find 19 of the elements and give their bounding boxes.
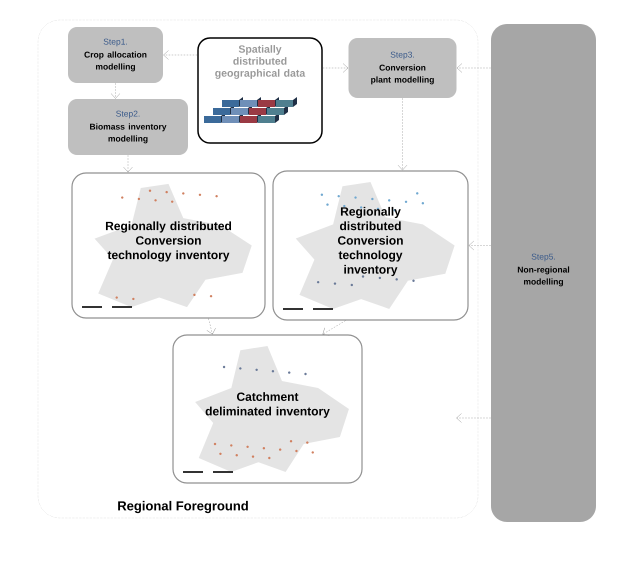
map-title: Regionally distributed Conversion technology inventory xyxy=(106,221,232,262)
map-title: Regionally distributed Conversion technology inventory xyxy=(338,206,403,276)
arrow xyxy=(456,63,491,73)
map-title: Catchment deliminated inventory xyxy=(206,392,330,418)
arrow xyxy=(110,83,120,99)
step-box: Step5. Non-regional modelling xyxy=(491,24,596,522)
data-box: Spatially distributed geographical data xyxy=(197,37,323,144)
arrow xyxy=(123,155,133,172)
arrow xyxy=(206,318,216,334)
arrow xyxy=(322,320,346,336)
step-box: Step2. Biomass inventory modelling xyxy=(68,99,188,155)
step-box: Step1. Crop allocation modelling xyxy=(68,27,163,83)
arrow xyxy=(398,98,408,170)
step-box: Step3. Conversion plant modelling xyxy=(348,38,456,98)
arrow xyxy=(468,240,491,250)
arrow xyxy=(163,50,198,60)
arrow xyxy=(456,413,491,423)
frame-title: Regional Foreground xyxy=(118,500,248,514)
arrow xyxy=(322,63,348,73)
